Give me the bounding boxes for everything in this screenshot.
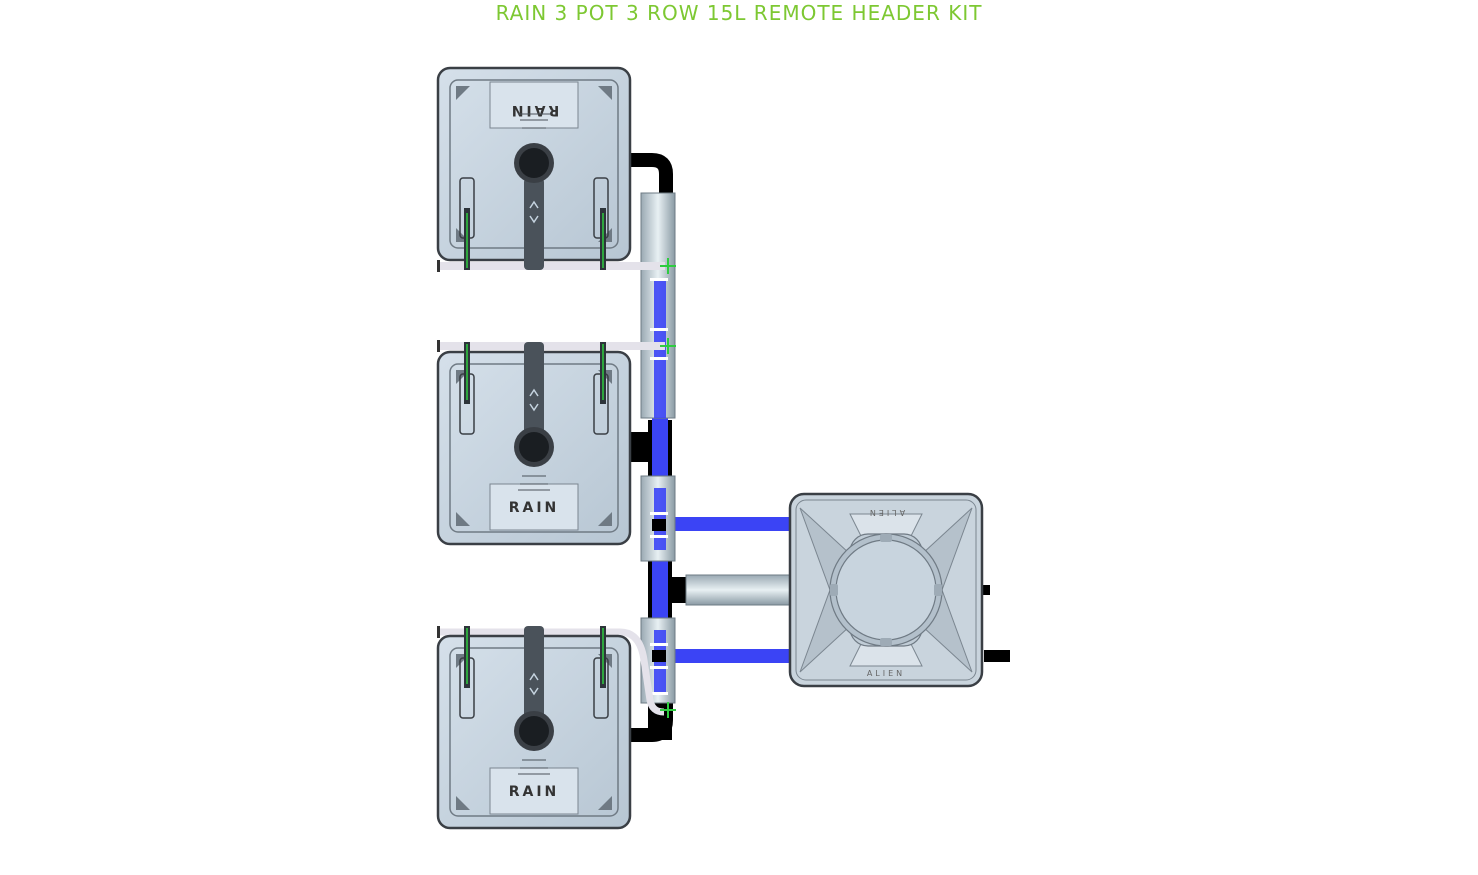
reservoir-label-bottom: ALIEN — [867, 669, 905, 678]
pot-1: RAIN — [436, 66, 632, 270]
reservoir-label-top: ALIEN — [867, 508, 905, 517]
reservoir-outlet-pipe — [672, 574, 793, 606]
reservoir: ALIEN ALIEN — [788, 492, 984, 688]
pot-2: RAIN — [436, 342, 632, 546]
green-fittings — [660, 258, 676, 718]
pot-1-label: RAIN — [509, 102, 560, 118]
white-drip-hoses — [437, 260, 665, 716]
pot-3-label: RAIN — [509, 784, 560, 800]
kit-title: RAIN 3 POT 3 ROW 15L REMOTE HEADER KIT — [495, 1, 983, 25]
pot-2-label: RAIN — [509, 500, 560, 516]
pot-3: RAIN — [436, 626, 632, 830]
